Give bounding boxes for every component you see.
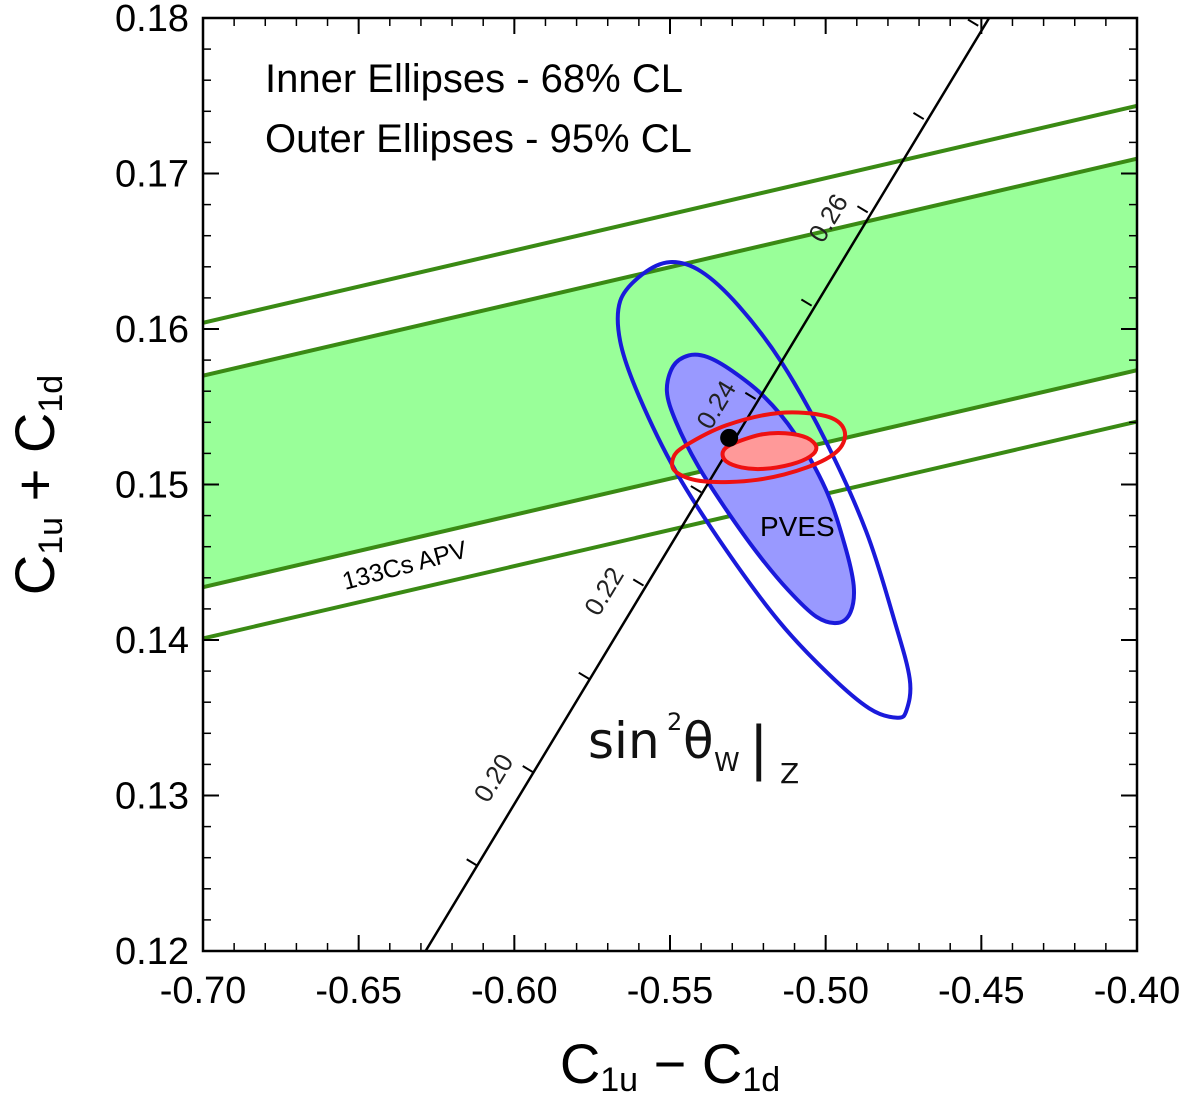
sm-scale-tick [466, 858, 478, 867]
apv-outer-high-line [203, 103, 1137, 325]
sm-scale-tick [522, 765, 534, 774]
x-tick-label: -0.55 [627, 970, 714, 1012]
plot-area: 0.200.220.240.26 [203, 18, 1137, 951]
combined-outer-ellipse [670, 410, 848, 485]
y-title-op: + C [3, 413, 66, 517]
apv-inner-low-line [203, 368, 1137, 590]
sm-scale-tick [967, 18, 979, 27]
y-axis-ticks: 0.12 0.13 0.14 0.15 0.16 0.17 0.18 [115, 0, 1137, 973]
apv-inner-high-line [203, 156, 1137, 378]
y-tick-label: 0.14 [115, 620, 189, 662]
sm-scale-tick [632, 578, 645, 587]
sin-superscript: 2 [667, 708, 682, 736]
legend-line-inner: Inner Ellipses - 68% CL [265, 57, 683, 101]
legend-line-outer: Outer Ellipses - 95% CL [265, 117, 692, 161]
z-subscript: Z [780, 757, 799, 790]
x-tick-label: -0.70 [160, 970, 247, 1012]
sm-sin2theta-line [424, 18, 991, 951]
y-title-sub2: 1d [32, 375, 70, 413]
sin-text: sin [588, 712, 660, 770]
x-title-main: C [560, 1032, 600, 1095]
legend: Inner Ellipses - 68% CL Outer Ellipses -… [265, 57, 692, 161]
x-tick-label: -0.50 [782, 970, 869, 1012]
apv-outer-low-line [203, 419, 1137, 641]
x-axis-ticks: -0.70 -0.65 -0.60 -0.55 -0.50 -0.45 -0.40 [160, 18, 1181, 1012]
pves-inner-ellipse [664, 352, 857, 626]
y-tick-label: 0.18 [115, 0, 189, 40]
x-tick-label: -0.40 [1094, 970, 1181, 1012]
sm-scale-tick [912, 112, 925, 120]
x-title-sub2: 1d [742, 1061, 780, 1097]
x-title-op: − C [638, 1032, 742, 1095]
x-axis-title: C1u − C1d [560, 1032, 780, 1097]
y-tick-label: 0.12 [115, 931, 189, 973]
y-title-sub1: 1u [32, 517, 70, 555]
y-tick-label: 0.16 [115, 309, 189, 351]
pves-label: PVES [760, 511, 835, 542]
x-tick-label: -0.65 [315, 970, 402, 1012]
y-axis-title: C1u + C1d [3, 375, 70, 595]
sm-scale-tick [856, 205, 869, 214]
y-tick-label: 0.13 [115, 776, 189, 818]
y-tick-label: 0.17 [115, 154, 189, 196]
y-title-main: C [3, 555, 66, 595]
x-tick-label: -0.45 [938, 970, 1025, 1012]
x-title-sub1: 1u [600, 1061, 638, 1097]
sm-scale-tick [744, 391, 757, 400]
evaluated-bar: | [749, 714, 769, 782]
theta-symbol: θ [683, 712, 714, 770]
sm-scale-tick [800, 298, 813, 307]
combined-inner-ellipse [720, 430, 819, 472]
pves-outer-ellipse [615, 260, 913, 720]
sm-scale-tick [578, 671, 590, 680]
sm-line-label: sin 2 θ W | Z [588, 708, 799, 790]
x-tick-label: -0.60 [471, 970, 558, 1012]
sm-point [720, 428, 739, 447]
y-tick-label: 0.15 [115, 465, 189, 507]
sm-scale-tick [690, 485, 702, 494]
theta-subscript: W [714, 748, 740, 778]
